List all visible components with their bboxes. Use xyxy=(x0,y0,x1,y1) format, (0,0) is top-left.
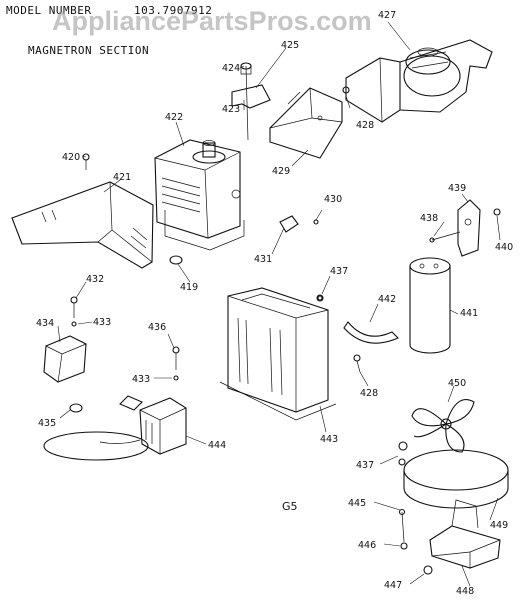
callout-437-top: 437 xyxy=(330,266,348,277)
callout-445: 445 xyxy=(348,498,366,509)
screw-424-drawing xyxy=(240,62,252,75)
grommet-419-drawing xyxy=(169,255,183,265)
callout-440: 440 xyxy=(495,242,513,253)
model-number: 103.7907912 xyxy=(134,4,213,17)
callout-419: 419 xyxy=(180,282,198,293)
callout-444: 444 xyxy=(208,440,226,451)
callout-435: 435 xyxy=(38,418,56,429)
interlock-switch-stack-drawing xyxy=(43,296,87,413)
callout-433-left: 433 xyxy=(93,317,111,328)
callout-449: 449 xyxy=(490,520,508,531)
callouts: 420 421 422 423 424 425 427 428 429 430 … xyxy=(36,10,513,597)
screw-428-bottom-drawing xyxy=(353,354,361,373)
callout-428-bottom: 428 xyxy=(360,388,378,399)
watermark: AppliancePartsPros.com xyxy=(52,6,372,36)
callout-450: 450 xyxy=(448,378,466,389)
callout-431: 431 xyxy=(254,254,272,265)
callout-436: 436 xyxy=(148,322,166,333)
callout-424: 424 xyxy=(222,63,240,74)
callout-428-top: 428 xyxy=(356,120,374,131)
fan-blade-drawing xyxy=(411,399,475,453)
callout-430: 430 xyxy=(324,194,342,205)
capacitor-strap-drawing xyxy=(343,321,399,344)
callout-442: 442 xyxy=(378,294,396,305)
fan-shroud-drawing xyxy=(398,449,509,509)
section-title: MAGNETRON SECTION xyxy=(28,44,150,57)
callout-439: 439 xyxy=(448,183,466,194)
callout-429: 429 xyxy=(272,166,290,177)
callout-425: 425 xyxy=(281,40,299,51)
leader-lines xyxy=(57,21,501,587)
air-guide-duct-drawing xyxy=(11,181,154,269)
transformer-drawing xyxy=(219,287,337,421)
screw-420-drawing xyxy=(82,153,90,170)
callout-433-mid: 433 xyxy=(132,374,150,385)
callout-420: 420 xyxy=(62,152,80,163)
callout-441: 441 xyxy=(460,308,478,319)
callout-432: 432 xyxy=(86,274,104,285)
fan-motor-drawing xyxy=(43,395,187,461)
thermal-cutout-drawing xyxy=(279,215,319,233)
magnetron-bracket-drawing xyxy=(231,65,271,141)
magnetron-drawing xyxy=(154,139,245,251)
screw-428-top-drawing xyxy=(342,86,350,94)
callout-423: 423 xyxy=(222,104,240,115)
figure-code: G5 xyxy=(282,500,298,513)
callout-438: 438 xyxy=(420,213,438,224)
capacitor-drawing xyxy=(409,257,451,354)
motor-mount-drawing xyxy=(398,499,501,575)
callout-437-bottom: 437 xyxy=(356,460,374,471)
callout-443: 443 xyxy=(320,434,338,445)
callout-434: 434 xyxy=(36,318,54,329)
callout-446: 446 xyxy=(358,540,376,551)
screw-437-drawing xyxy=(317,295,408,451)
callout-427: 427 xyxy=(378,10,396,21)
callout-447: 447 xyxy=(384,580,402,591)
air-duct-drawing xyxy=(269,87,343,159)
capacitor-bracket-drawing xyxy=(429,199,501,257)
screw-436-drawing xyxy=(172,346,180,381)
callout-421: 421 xyxy=(113,172,131,183)
callout-422: 422 xyxy=(165,112,183,123)
model-label: MODEL NUMBER xyxy=(6,4,92,17)
callout-448: 448 xyxy=(456,586,474,597)
blower-motor-drawing xyxy=(345,39,493,123)
